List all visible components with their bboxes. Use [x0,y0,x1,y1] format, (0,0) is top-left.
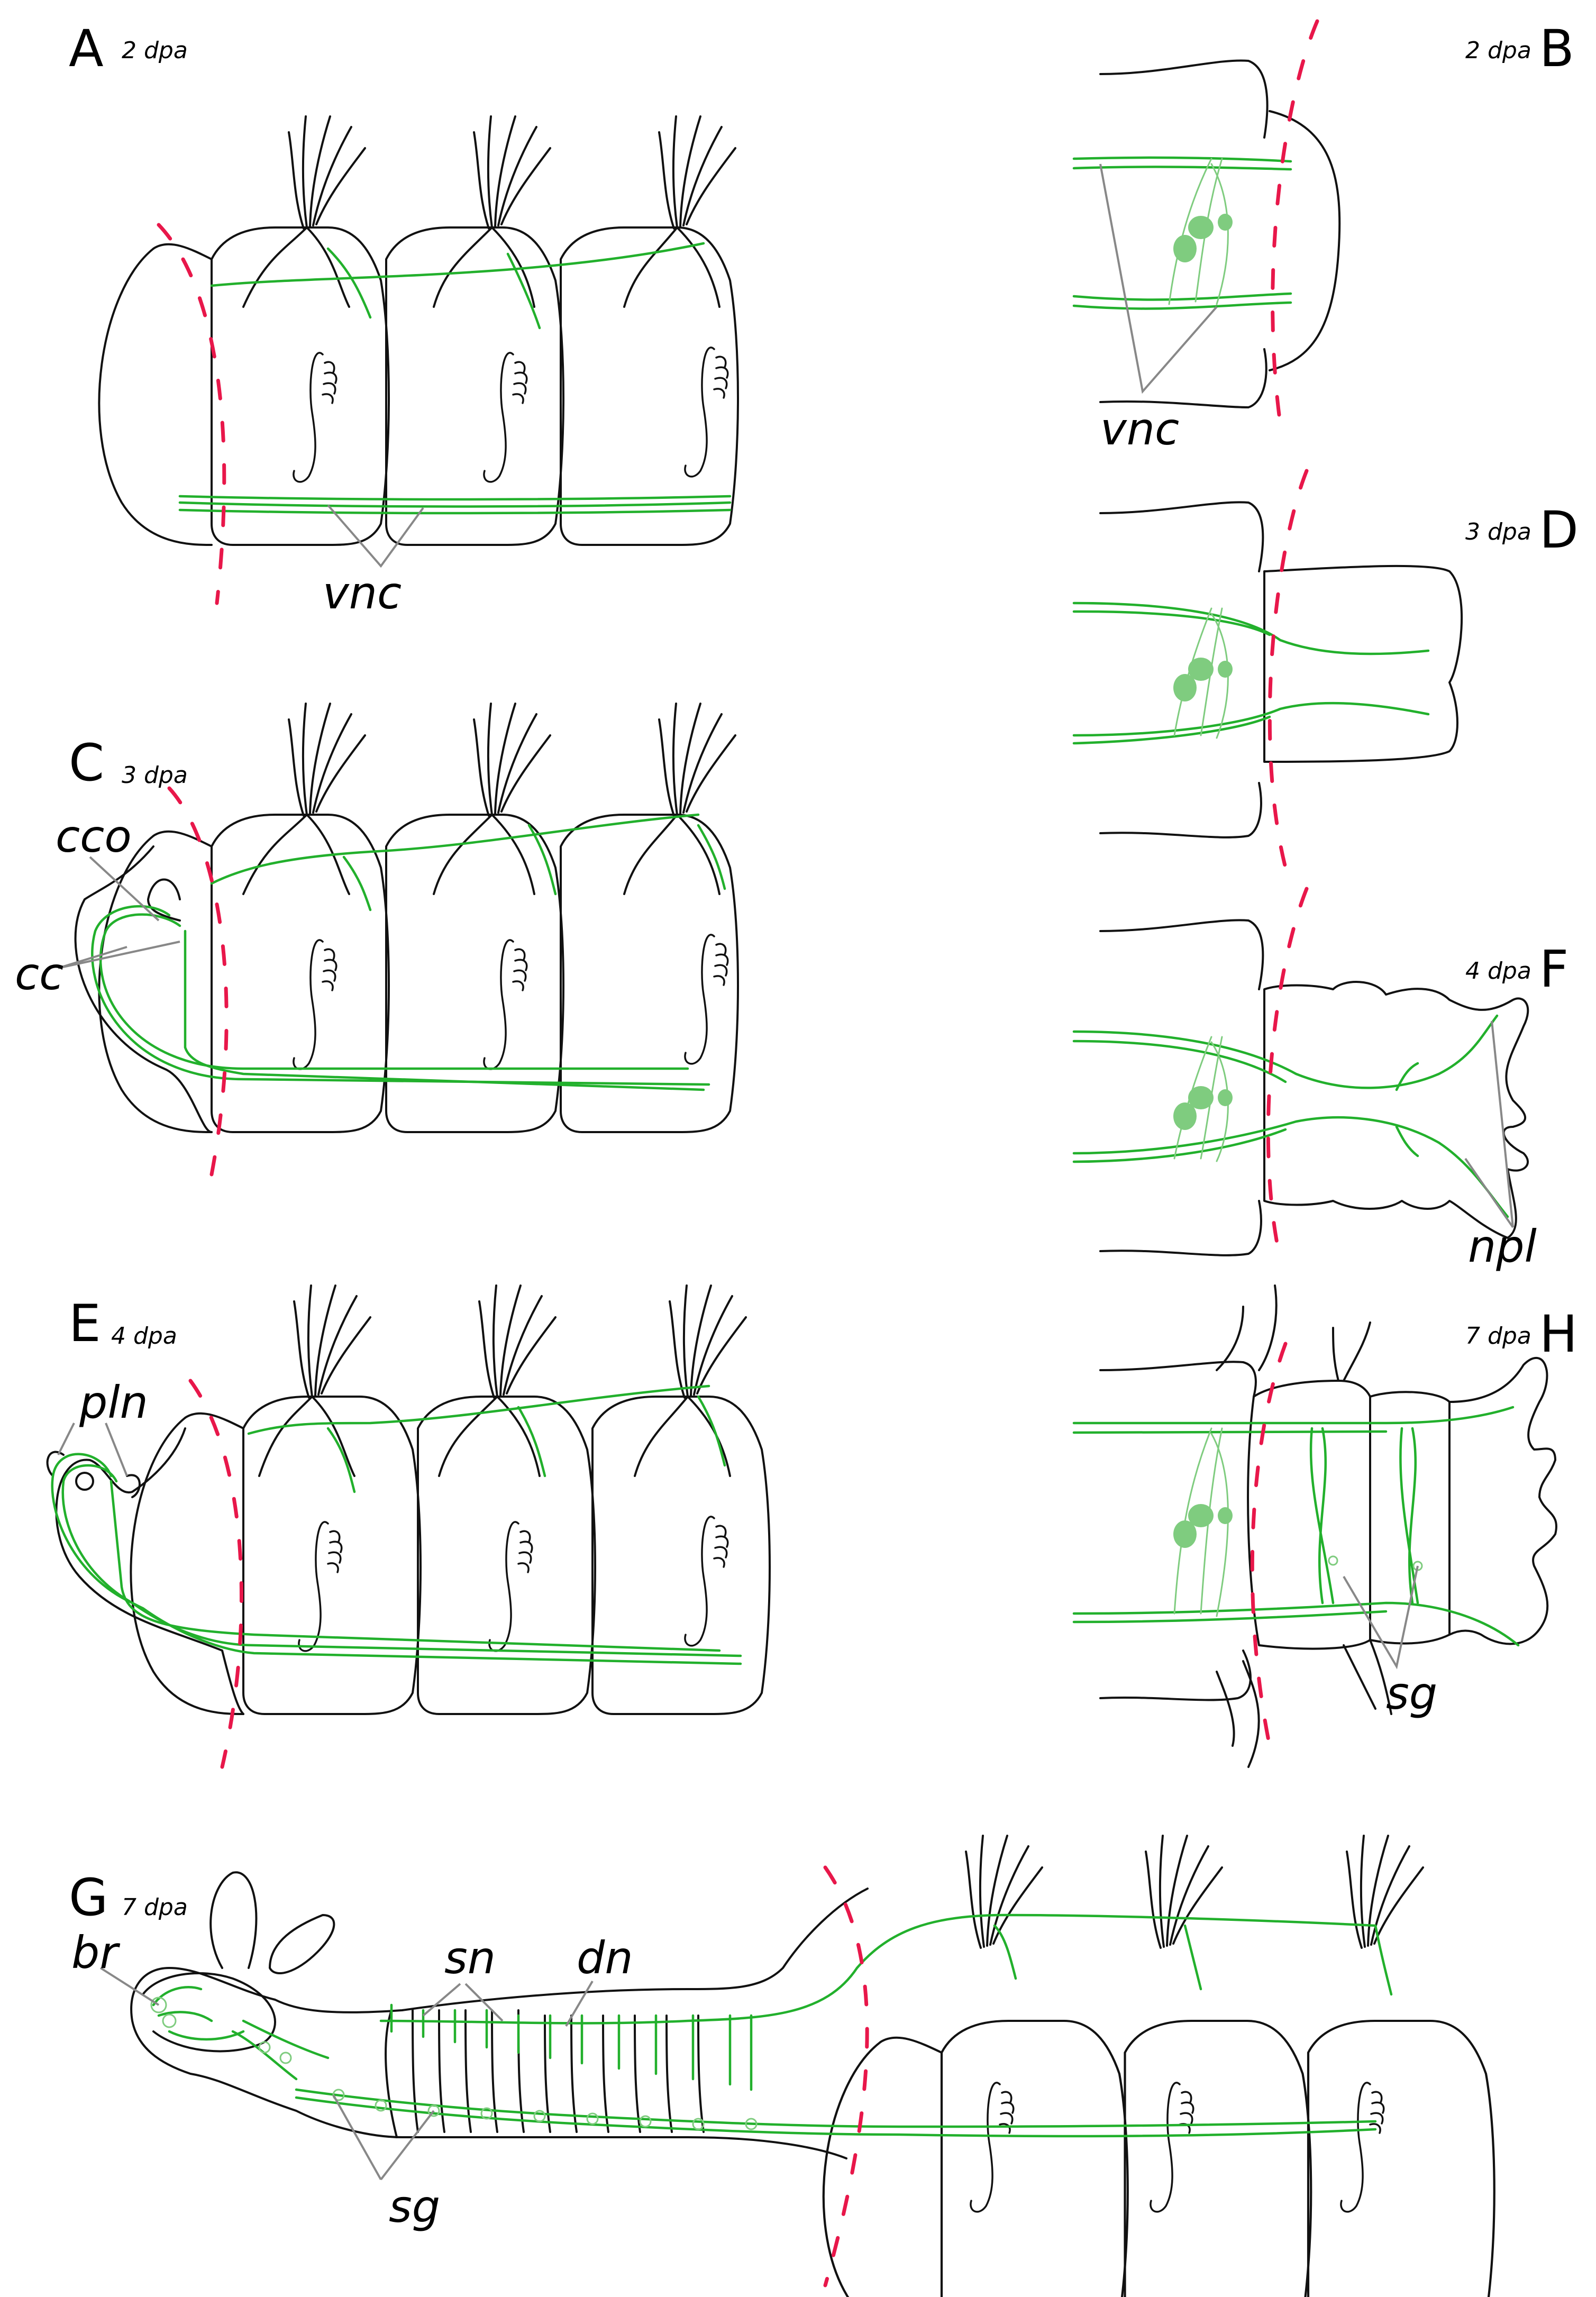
svg-text:sg: sg [389,2181,440,2232]
panel-stage-h: 7 dpa [1465,1323,1531,1350]
nerve-a [180,242,730,513]
panel-letter-a: A [69,19,104,78]
blastema-outline-h [1247,1321,1557,1715]
panel-letter-g: G [69,1868,108,1927]
amputation-plane-g [823,1865,869,2287]
panel-stage-b: 2 dpa [1465,37,1531,64]
palps-g [209,1871,335,1974]
panel-e: E 4 dpa pln [46,1284,771,1769]
panel-stage-f: 4 dpa [1465,958,1531,985]
stump-outline-b [1099,59,1269,408]
svg-text:cco: cco [56,810,132,862]
amputation-plane-e [188,1379,243,1769]
amputation-plane-b [1271,19,1319,425]
panel-h: 7 dpa H sg [1072,1284,1577,1768]
nerve-g [150,1913,1393,2138]
blastema-outline-d [1263,564,1463,763]
svg-text:br: br [71,1927,120,1979]
amputation-plane-h [1250,1342,1288,1748]
panel-stage-e: 4 dpa [111,1323,177,1350]
worm-body-c [98,703,740,1133]
amputation-plane-a [157,223,226,605]
panel-c: C 3 dpa cco cc [15,703,740,1177]
regenerate-outline-g [130,1888,869,2159]
svg-text:pln: pln [79,1377,148,1428]
cco-outline-c [147,878,181,922]
stump-outline-f [1099,919,1264,1256]
panel-g: G 7 dpa [69,1835,1494,2297]
nerve-e [51,1384,742,1665]
panel-stage-c: 3 dpa [122,762,188,789]
new-segments-g [385,2009,705,2138]
head-outline-c [74,845,213,1133]
panel-letter-h: H [1539,1305,1577,1364]
label-pln-e: pln [57,1377,148,1476]
label-sg-h: sg [1343,1565,1437,1719]
panel-a: A 2 dpa vnc [69,19,740,619]
panel-letter-e: E [69,1294,101,1353]
pln-pit-e [75,1472,94,1491]
amputation-plane-d [1267,469,1309,870]
panel-stage-a: 2 dpa [122,37,188,64]
svg-text:sg: sg [1386,1667,1437,1719]
blastema-outline-b [1269,110,1341,371]
nerve-b [1072,156,1292,310]
amputation-plane-f [1266,887,1309,1261]
label-dn-g: dn [565,1932,633,2027]
panel-b: 2 dpa B vnc [1072,19,1574,455]
label-vnc-b: vnc [1099,163,1218,455]
panel-stage-g: 7 dpa [122,1894,188,1921]
panel-letter-b: B [1539,19,1574,78]
nerve-h [1072,1406,1520,1647]
stump-outline-d [1099,501,1264,838]
worm-body-g [824,1835,1494,2297]
panel-f: 4 dpa F npl [1072,887,1568,1272]
worm-body-a [98,115,740,546]
label-npl-f: npl [1464,1020,1537,1272]
svg-text:vnc: vnc [323,567,402,619]
label-cco-c: cco [56,810,160,922]
head-outline-e [55,1427,244,1715]
stump-chaetae-h [1216,1284,1278,1768]
label-br-g: br [71,1927,160,2006]
label-vnc-a: vnc [323,504,424,619]
svg-text:vnc: vnc [1100,403,1179,455]
label-sn-g: sn [422,1932,504,2022]
svg-text:cc: cc [15,948,63,1000]
nerve-d [1072,601,1430,745]
svg-text:sn: sn [444,1932,496,1984]
panel-letter-f: F [1539,940,1568,999]
nerve-c [91,813,726,1091]
panel-letter-d: D [1539,500,1579,560]
amputation-plane-c [167,786,229,1177]
panel-stage-d: 3 dpa [1465,518,1531,545]
svg-text:npl: npl [1468,1220,1537,1272]
svg-text:dn: dn [577,1932,633,1984]
label-sg-g: sg [332,2094,440,2232]
panel-letter-c: C [69,733,104,792]
blastema-outline-f [1263,981,1529,1239]
label-cc-c: cc [15,941,180,1000]
panel-d: 3 dpa D [1072,469,1579,870]
stump-outline-h [1099,1361,1257,1701]
brain-outline-g [142,1972,276,2053]
nerve-f [1072,1014,1509,1218]
